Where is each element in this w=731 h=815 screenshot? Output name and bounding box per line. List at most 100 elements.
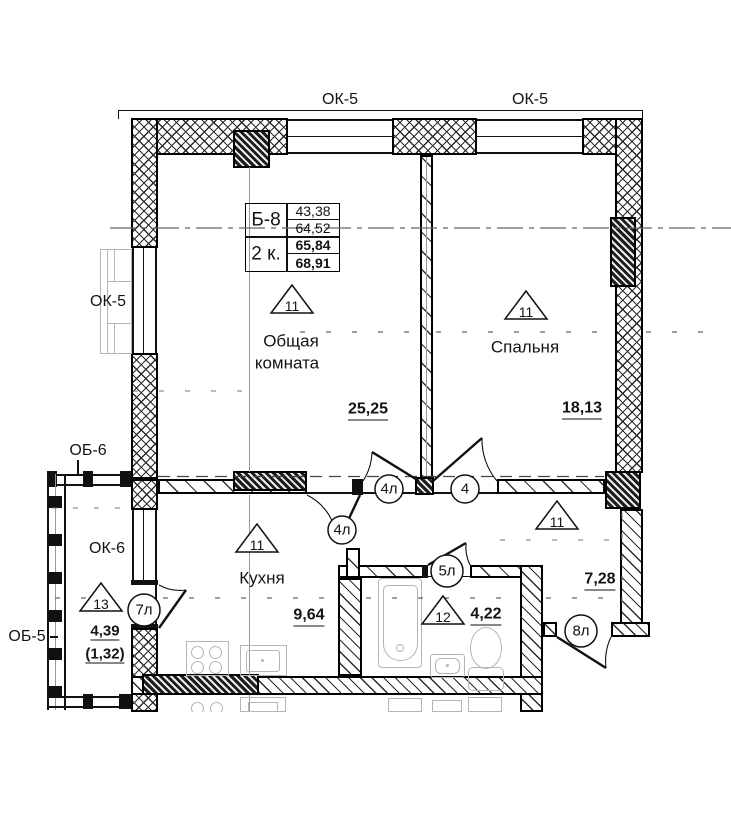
- pilaster-right-wall: [610, 217, 636, 287]
- stamp-table-hline-2: [287, 253, 340, 255]
- washbasin-drain: [446, 664, 449, 667]
- window-balcony-ok6: [131, 510, 158, 585]
- door-arc-bathroom: [465, 542, 471, 566]
- neighbour-toilet: [468, 697, 502, 712]
- neighbour-bathtub: [388, 698, 422, 712]
- mullion: [120, 471, 131, 487]
- bathtub-drain: [396, 644, 404, 652]
- door-leaf-living: [371, 450, 420, 483]
- stamp-apartment-number: Б-8: [251, 209, 281, 231]
- mullion: [49, 686, 62, 698]
- wall-hall-right: [620, 509, 643, 625]
- wall-kitchen-stub: [346, 548, 360, 578]
- door-tag-entrance: 8л: [572, 622, 590, 640]
- kitchen-sink-drain: [261, 659, 264, 662]
- pilaster-hall-bedroom: [605, 471, 641, 509]
- door-jamb-kitchen-hinge: [352, 479, 363, 495]
- mullion: [49, 648, 62, 660]
- door-tag-living: 4л: [380, 480, 398, 498]
- riser-line-kitchen: [249, 495, 250, 676]
- door-tag-bathroom: 5л: [438, 562, 456, 580]
- door-tag-bedroom: 4: [460, 480, 470, 498]
- stamp-table-vline: [286, 203, 288, 272]
- door-jamb-bath-left: [422, 565, 428, 578]
- wall-top-segment-mid: [392, 118, 477, 155]
- marker-number-bathroom: 12: [435, 609, 451, 625]
- neighbour-stove: [186, 697, 229, 712]
- stamp-area-2: 64,52: [295, 220, 331, 236]
- room-area-living: 25,25: [347, 401, 389, 421]
- window-line: [288, 136, 392, 138]
- window-label-ok5-side: ОК-5: [90, 293, 126, 310]
- stamp-area-1: 43,38: [295, 203, 331, 219]
- mullion: [119, 694, 131, 709]
- room-name-kitchen: Кухня: [239, 568, 285, 588]
- balcony-door-face-line: [155, 585, 157, 628]
- room-area-bedroom: 18,13: [561, 400, 603, 420]
- kitchen-sink-bowl: [246, 650, 280, 672]
- wall-left-lower: [131, 628, 158, 712]
- wall-right: [615, 118, 643, 473]
- toilet-bowl: [470, 627, 502, 669]
- door-leaf-balcony: [158, 589, 187, 629]
- balcony-door-jamb-top: [131, 580, 158, 585]
- mullion: [47, 471, 57, 487]
- room-name-living-2: комната: [254, 353, 320, 373]
- window-top-2: [477, 118, 582, 155]
- wall-bedroom-bottom: [497, 479, 605, 494]
- ob6-leader-line: [77, 460, 79, 474]
- room-area-balcony: 4,39: [90, 622, 120, 641]
- balcony-rail-left-line: [47, 474, 49, 710]
- marker-number-bedroom: 11: [518, 304, 534, 320]
- stove: [186, 641, 229, 676]
- room-name-bedroom: Спальня: [490, 337, 560, 357]
- window-symbol-box: [107, 281, 132, 324]
- room-area-hallway: 7,28: [584, 571, 616, 591]
- window-line: [143, 248, 145, 353]
- room-area-kitchen: 9,64: [293, 607, 325, 627]
- beam-mid-wall: [233, 471, 307, 491]
- riser-line-living: [249, 167, 250, 472]
- stove-burner: [191, 661, 204, 674]
- stamp-room-count: 2 к.: [251, 243, 281, 265]
- mullion: [49, 496, 62, 508]
- window-line: [477, 136, 582, 138]
- window-label-ok5-top-left: ОК-5: [322, 91, 358, 108]
- window-line: [131, 510, 134, 585]
- stove-burner: [209, 661, 222, 674]
- window-line: [288, 119, 392, 121]
- wall-bath-right: [520, 565, 543, 712]
- stamp-area-3: 65,84: [295, 237, 331, 253]
- riser-line-below: [249, 695, 250, 712]
- stove-burner: [191, 646, 204, 659]
- neighbour-burner: [191, 702, 204, 712]
- door-leaf-bedroom: [432, 437, 483, 482]
- marker-number-balcony: 13: [93, 596, 109, 612]
- room-area-bathroom: 4,22: [470, 606, 502, 626]
- neighbour-sink-bowl: [248, 702, 278, 712]
- room-area-balcony-coef: (1,32): [85, 645, 125, 664]
- mullion: [49, 610, 62, 622]
- washbasin: [430, 654, 465, 678]
- window-line: [477, 119, 582, 121]
- marker-number-living: 11: [284, 298, 300, 314]
- stamp-table: [245, 203, 340, 272]
- neighbour-burner: [210, 702, 223, 712]
- room-name-living-1: Общая: [263, 331, 319, 351]
- mullion: [49, 572, 62, 584]
- window-line: [288, 152, 392, 154]
- marker-number-kitchen: 11: [249, 537, 265, 553]
- mullion: [49, 534, 62, 546]
- stamp-area-4: 68,91: [295, 255, 331, 271]
- beam-bottom-wall: [142, 674, 259, 695]
- wall-post-between-doors: [415, 477, 434, 495]
- bathtub-inner: [383, 585, 418, 661]
- kitchen-sink-counter: [240, 645, 287, 676]
- door-arc-living: [362, 451, 373, 482]
- pilaster-top-wall: [233, 130, 270, 168]
- toilet-tank: [468, 667, 504, 691]
- wall-bath-left: [338, 578, 362, 676]
- parapet-line-top: [118, 110, 643, 111]
- washbasin-bowl: [435, 658, 460, 674]
